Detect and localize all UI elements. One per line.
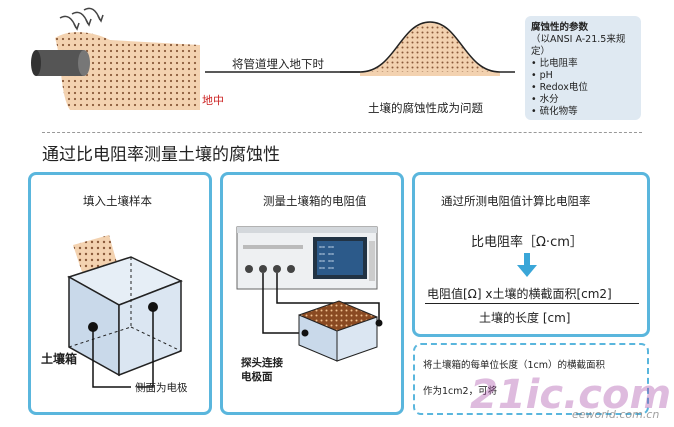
svg-text:== ==: == == [319,259,334,265]
panel-calc-resistivity: 通过所测电阻值计算比电阻率 比电阻率［Ω·cm］ 电阻值[Ω] x土壤的横截面积… [412,172,650,337]
section-title: 通过比电阻率测量土壤的腐蚀性 [42,145,280,165]
probe-label-line2: 电极面 [241,371,273,383]
soil-box-label: 土壤箱 [41,352,78,366]
down-arrow-icon [517,253,537,277]
soil-box-illustration [67,235,183,388]
soil-mound-illustration [340,21,515,76]
corrosion-parameters-box: 腐蚀性的参数 （以ANSI A-21.5来规定） 比电阻率 pH Redox电位… [525,16,641,120]
parameter-item: pH [531,70,635,82]
parameters-subtitle: （以ANSI A-21.5来规定） [531,34,626,57]
svg-text:== ==: == == [319,245,334,251]
top-illustration [31,7,515,110]
formula-denominator: 土壤的长度 [cm] [479,311,571,325]
panel-measure-resistance: 测量土壤箱的电阻值 == == == == == == == == [220,172,404,415]
section-divider [42,132,642,133]
formula-numerator: 电阻值[Ω] x土壤的横截面积[cm2] [427,287,612,301]
resistance-meter-illustration: == == == == == == == == [236,226,383,362]
ground-label: 地中 [202,94,224,107]
watermark-sub: eeworld.com.cn [572,408,660,421]
note-line1: 将土壤箱的每单位长度（1cm）的横截面积 [423,360,606,371]
parameter-item: Redox电位 [531,82,635,94]
watermark-logo: 21ic.com [470,372,672,418]
parameter-item: 硫化物等 [531,106,635,118]
probe-label-line1: 探头连接 [241,357,283,369]
mound-caption: 土壤的腐蚀性成为问题 [368,101,483,115]
soil-with-pipe-illustration [31,7,200,110]
panel3-title: 通过所测电阻值计算比电阻率 [441,194,591,208]
note-box: 将土壤箱的每单位长度（1cm）的横截面积 作为1cm2，可将 [413,343,649,415]
parameter-item: 水分 [531,94,635,106]
svg-text:== ==: == == [319,252,334,258]
resistivity-result: 比电阻率［Ω·cm］ [471,235,583,250]
parameters-title: 腐蚀性的参数 [531,22,589,33]
electrode-label: 侧面为电极 [135,382,188,394]
parameter-item: 比电阻率 [531,58,635,70]
note-line2: 作为1cm2，可将 [423,386,498,397]
parameters-list: 比电阻率 pH Redox电位 水分 硫化物等 [531,58,635,118]
arrow-label: 将管道埋入地下时 [232,57,324,71]
svg-text:== ==: == == [319,266,334,272]
panel-fill-soil-sample: 填入土壤样本 土壤箱 侧面为电极 [28,172,212,415]
panel1-title: 填入土壤样本 [83,194,152,208]
panel2-title: 测量土壤箱的电阻值 [263,194,367,208]
fraction-line [425,303,639,304]
